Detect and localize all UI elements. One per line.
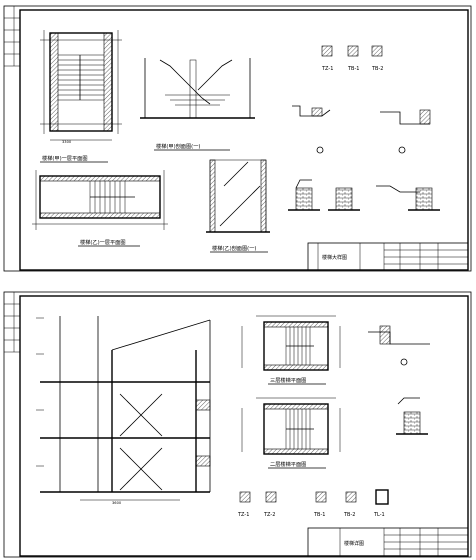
sheet-1-outer-border: [3, 5, 472, 272]
dim-label: 3300: [62, 140, 72, 144]
drawing-name: 楼梯详图: [344, 540, 364, 547]
detail-label: TL-1: [373, 512, 385, 518]
dim-label: 3600: [112, 501, 122, 505]
sheet-2-title-block: 楼梯详图: [307, 527, 469, 557]
stair-plan-upper: 三层楼梯平面图: [241, 315, 341, 385]
sheet-1-binding-strip: [4, 6, 20, 67]
sheet-1-title-block: 楼梯大样图: [307, 242, 469, 271]
detail-label: TB-1: [313, 512, 325, 518]
stair-plan-1-treads: [58, 54, 104, 101]
pier-details: [288, 179, 440, 211]
stair-plan-lower: 二层楼梯平面图: [241, 397, 341, 469]
detail-label: TB-1: [347, 66, 359, 72]
sheet-1-inner-border: [19, 9, 469, 271]
sheet-2-details-right: [368, 325, 430, 435]
drawing-name: 楼梯大样图: [322, 254, 347, 261]
stair-section-2: 楼梯(乙)剖面图(一): [206, 159, 270, 253]
detail-group-top-right: TZ-1 TB-1 TB-2: [292, 45, 431, 154]
view-title: 楼梯(甲)剖面图(一): [156, 142, 200, 150]
view-title: 二层楼梯平面图: [270, 460, 306, 468]
sheet-2-inner-border: [19, 295, 469, 557]
view-title: 楼梯(甲)一层平面图: [42, 154, 88, 162]
view-title: 楼梯(乙)剖面图(一): [212, 244, 256, 252]
detail-label: TZ-1: [321, 66, 333, 72]
stair-plan-lower-treads: [285, 409, 314, 449]
sheet-2: 3600 三层楼梯平面图: [3, 291, 472, 558]
detail-label: TZ-1: [237, 512, 249, 518]
stair-plan-upper-treads: [285, 327, 314, 365]
view-title: 楼梯(乙)一层平面图: [80, 238, 126, 246]
component-sections: TZ-1 TZ-2 TB-1 TB-2 TL-1: [237, 489, 389, 518]
stair-section-large: 3600: [36, 316, 211, 505]
sheet-2-binding-strip: [4, 292, 20, 353]
sheet-2-outer-border: [3, 291, 472, 558]
view-title: 三层楼梯平面图: [270, 376, 306, 384]
stair-section-1: 楼梯(甲)剖面图(一): [140, 58, 255, 151]
detail-label: TB-2: [343, 512, 355, 518]
sheet-1: 3300 楼梯(甲)一层平面图 楼梯(甲)剖面图(一) TZ-1 TB-1 TB: [3, 5, 472, 272]
stair-plan-2: 楼梯(乙)一层平面图: [32, 170, 168, 247]
detail-label: TB-2: [371, 66, 383, 72]
stair-plan-1: 3300 楼梯(甲)一层平面图: [40, 30, 122, 163]
detail-label: TZ-2: [263, 512, 275, 518]
stair-plan-2-treads: [89, 181, 135, 213]
